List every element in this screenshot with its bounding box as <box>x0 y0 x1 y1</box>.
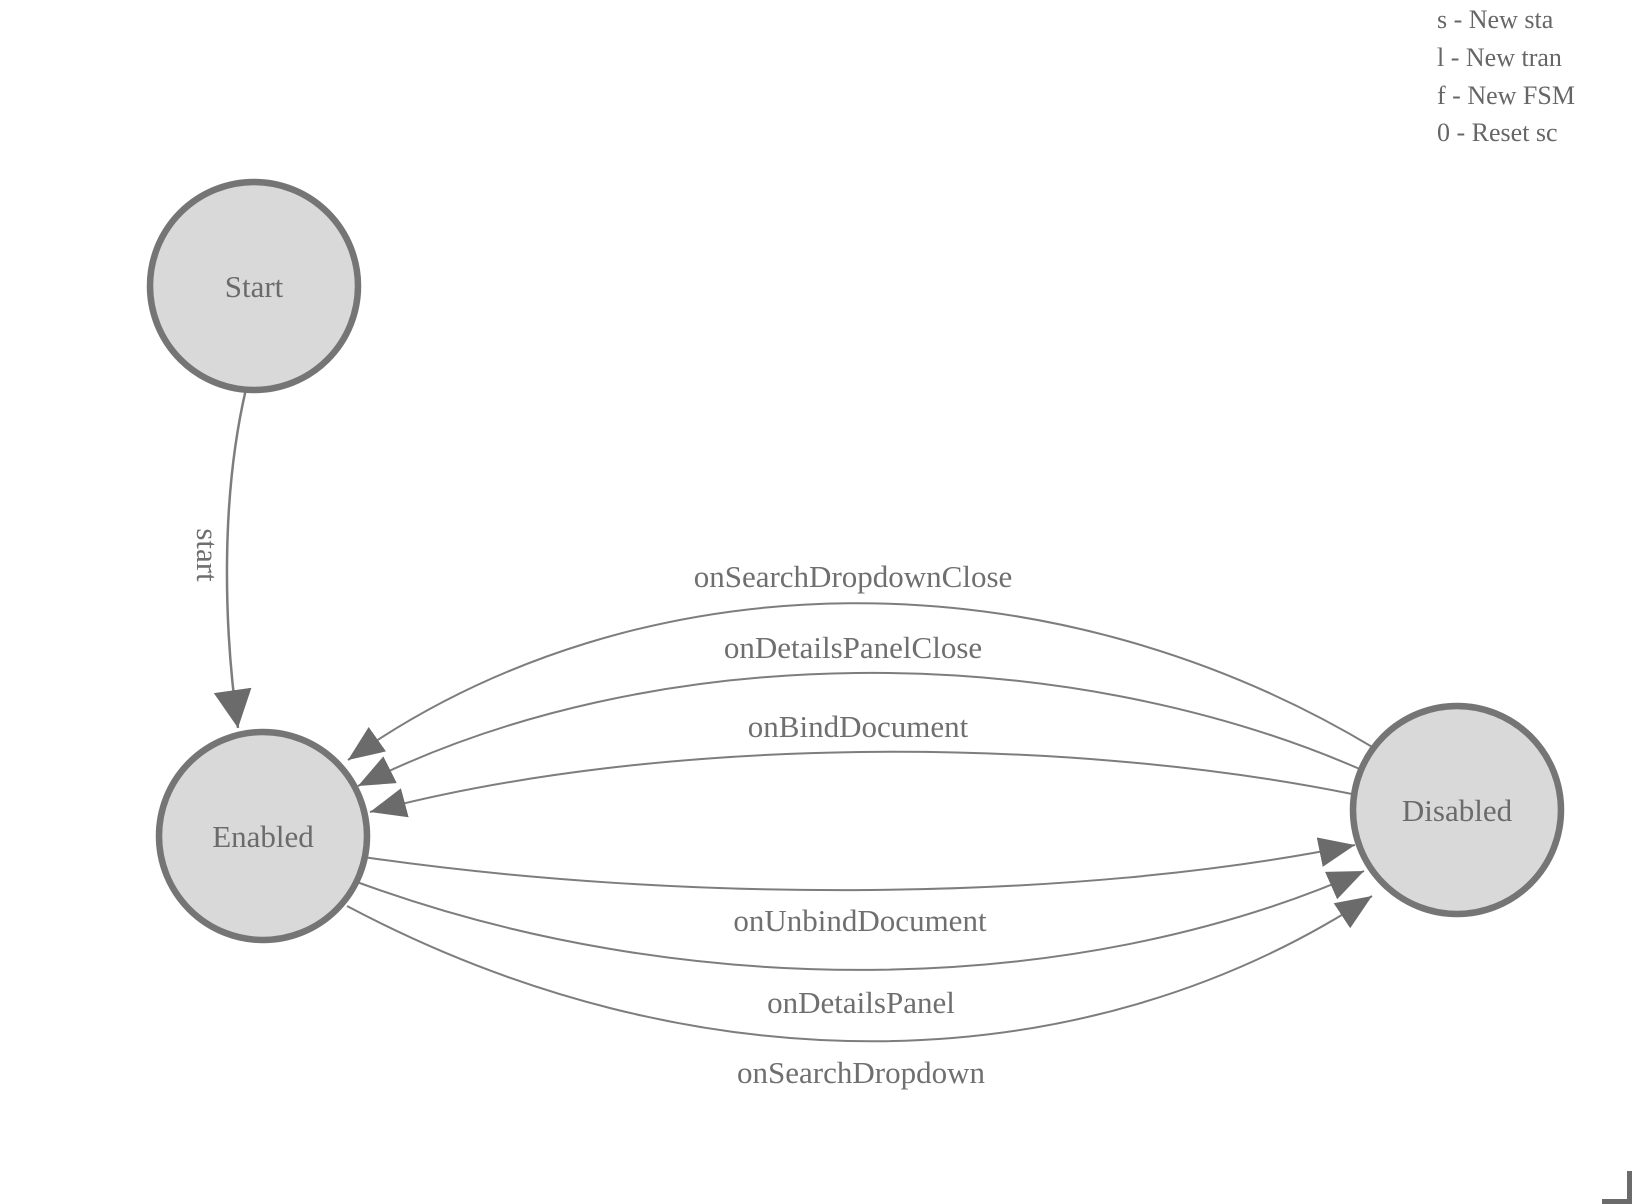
state-label-disabled: Disabled <box>1402 793 1513 828</box>
edge-label-onSearchDropdown: onSearchDropdown <box>737 1055 985 1090</box>
offscreen-shape-corner-horizontal <box>1602 1199 1632 1204</box>
state-node-disabled[interactable]: Disabled <box>1349 702 1565 918</box>
edge-label-group: start onSearchDropdownClose onDetailsPan… <box>190 528 1012 1090</box>
legend-line-new-fsm: f - New FSM <box>1437 81 1575 110</box>
state-node-enabled[interactable]: Enabled <box>155 728 371 944</box>
edge-label-onSearchDropdownClose: onSearchDropdownClose <box>694 559 1013 594</box>
state-label-enabled: Enabled <box>212 819 314 854</box>
edge-onSearchDropdownClose <box>347 602 1375 761</box>
edge-label-onDetailsPanelClose: onDetailsPanelClose <box>724 630 982 665</box>
state-label-start: Start <box>225 269 284 304</box>
edge-label-onUnbindDocument: onUnbindDocument <box>733 903 987 938</box>
shortcut-legend: s - New sta l - New tran f - New FSM 0 -… <box>1437 5 1575 147</box>
state-node-start[interactable]: Start <box>146 178 362 394</box>
legend-line-new-transition: l - New tran <box>1437 43 1562 72</box>
edge-label-onDetailsPanel: onDetailsPanel <box>767 985 955 1020</box>
offscreen-shape-corner <box>1602 1171 1632 1204</box>
legend-line-new-state: s - New sta <box>1437 5 1554 34</box>
edge-group <box>213 388 1375 1043</box>
edge-label-start: start <box>190 528 225 582</box>
state-circle-enabled[interactable] <box>155 728 371 944</box>
edge-label-onBindDocument: onBindDocument <box>748 709 969 744</box>
edge-onSearchDropdown <box>346 895 1373 1043</box>
edge-onDetailsPanel <box>356 870 1365 971</box>
edge-start-to-enabled <box>213 388 252 729</box>
edge-onBindDocument <box>369 750 1353 818</box>
legend-line-reset: 0 - Reset sc <box>1437 118 1558 147</box>
state-circle-start[interactable] <box>146 178 362 394</box>
edge-onUnbindDocument <box>362 837 1356 892</box>
edge-onDetailsPanelClose <box>357 671 1363 787</box>
offscreen-shape-corner-vertical <box>1627 1171 1632 1204</box>
state-circle-disabled[interactable] <box>1349 702 1565 918</box>
